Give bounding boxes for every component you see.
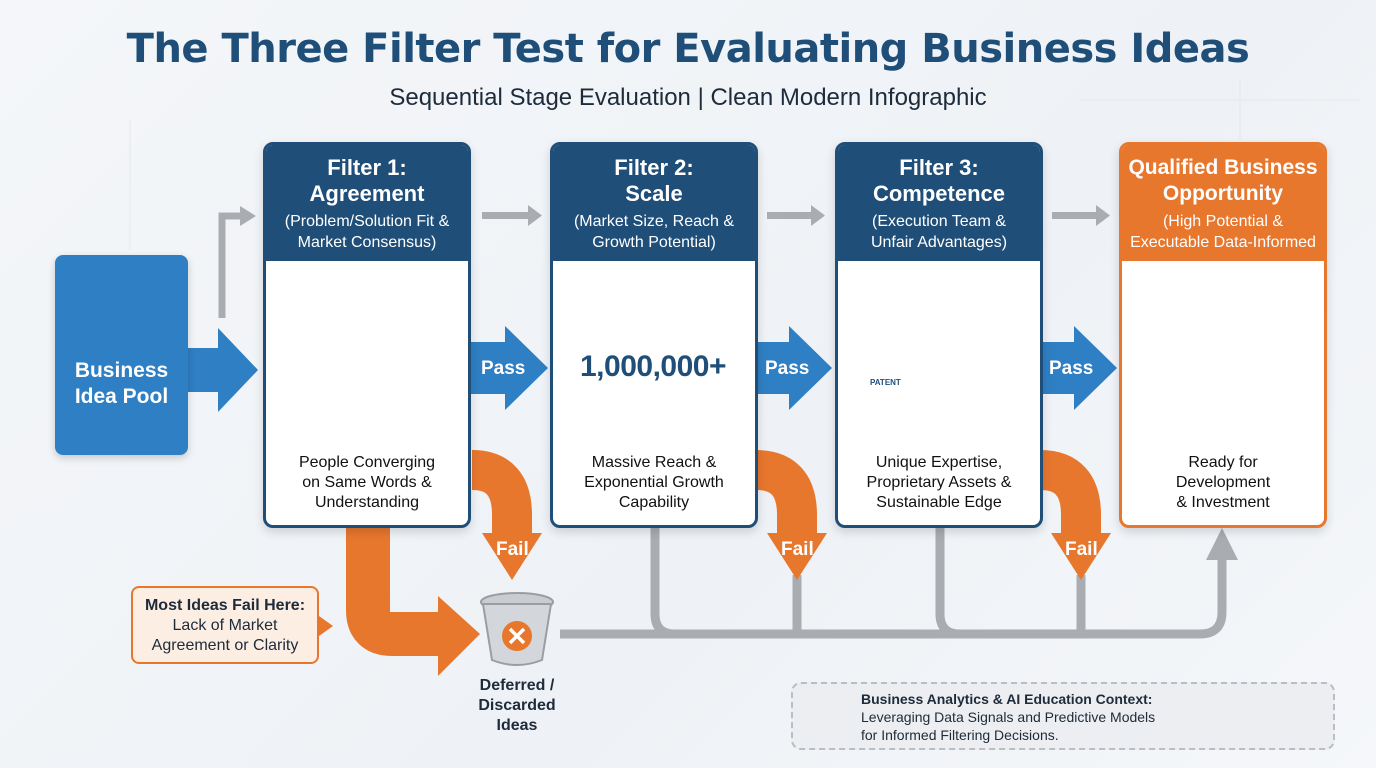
filter-3-subtitle: (Execution Team & Unfair Advantages) — [838, 211, 1040, 253]
filter-1-title: Filter 1: Agreement — [266, 145, 468, 207]
solution-cloud-text: Solution — [328, 311, 408, 333]
fail-main-arrowhead — [438, 596, 480, 676]
result-desc-line2: Development — [1175, 474, 1271, 491]
filter-3-title-line1: Filter 3: — [899, 155, 979, 180]
filter-3-sub-line1: (Execution Team & — [872, 213, 1006, 230]
filter-2-title: Filter 2: Scale — [553, 145, 755, 207]
result-subtitle: (High Potential & Executable Data-Inform… — [1122, 211, 1324, 253]
fail-label-2: Fail — [781, 539, 814, 560]
fail-arrowheads — [482, 533, 1111, 580]
pass-arrow-3 — [1040, 326, 1117, 410]
context-box — [791, 682, 1335, 750]
filter-1-header: Filter 1: Agreement (Problem/Solution Fi… — [266, 145, 468, 261]
filter-3-desc-line2: Proprietary Assets & — [866, 474, 1012, 491]
context-line2: for Informed Filtering Decisions. — [861, 727, 1059, 743]
result-sub-line1: (High Potential & — [1162, 213, 1284, 230]
filter-3-header: Filter 3: Competence (Execution Team & U… — [838, 145, 1040, 261]
deferred-label: Deferred / Discarded Ideas — [462, 676, 572, 736]
idea-pool-label-line2: Idea Pool — [74, 385, 169, 408]
filter-2-title-line1: Filter 2: — [614, 155, 694, 180]
page-subtitle: Sequential Stage Evaluation | Clean Mode… — [389, 84, 987, 111]
deferred-line2: Discarded — [478, 697, 556, 714]
idea-pool-label: Business Idea Pool — [55, 358, 188, 410]
filter-2-sub-line2: Growth Potential) — [592, 234, 716, 251]
filter-1-desc-line1: People Converging — [298, 454, 436, 471]
pass-label-3: Pass — [1049, 358, 1094, 379]
bottom-return-path — [560, 528, 1227, 639]
result-desc-line1: Ready for — [1188, 454, 1258, 471]
filter-1-sub-line1: (Problem/Solution Fit & — [284, 213, 450, 230]
result-description: Ready for Development & Investment — [1122, 453, 1324, 513]
filter-1-description: People Converging on Same Words & Unders… — [266, 453, 468, 513]
result-sub-line2: Executable Data-Informed — [1130, 234, 1316, 251]
warning-callout: Most Ideas Fail Here: Lack of Market Agr… — [131, 586, 319, 664]
filter-2-description: Massive Reach & Exponential Growth Capab… — [553, 453, 755, 513]
pool-top-arrowhead — [240, 206, 256, 226]
filter-3-desc-line3: Sustainable Edge — [876, 494, 1002, 511]
filter-1-title-line1: Filter 1: — [327, 155, 407, 180]
result-desc-line3: & Investment — [1176, 494, 1270, 511]
fail-main-path — [346, 528, 445, 656]
filter-3-title-line2: Competence — [872, 181, 1006, 206]
page-title: The Three Filter Test for Evaluating Bus… — [126, 26, 1250, 72]
filter-3-description: Unique Expertise, Proprietary Assets & S… — [838, 453, 1040, 513]
filter-1-card: Filter 1: Agreement (Problem/Solution Fi… — [263, 142, 471, 528]
result-title-line1: Qualified Business — [1128, 156, 1318, 179]
context-line1: Leveraging Data Signals and Predictive M… — [861, 709, 1156, 725]
idea-pool-box — [55, 255, 188, 455]
patent-label: PATENT — [870, 378, 901, 387]
filter-2-header: Filter 2: Scale (Market Size, Reach & Gr… — [553, 145, 755, 261]
fail-curves — [470, 450, 1101, 535]
filter-1-subtitle: (Problem/Solution Fit & Market Consensus… — [266, 211, 468, 253]
filter-1-title-line2: Agreement — [309, 181, 425, 206]
filter-1-sub-line2: Market Consensus) — [297, 234, 437, 251]
filter-1-desc-line2: on Same Words & — [302, 474, 432, 491]
return-arrowhead — [1206, 528, 1238, 560]
filter-2-sub-line1: (Market Size, Reach & — [573, 213, 735, 230]
background-grid — [129, 80, 1360, 250]
filter-2-title-line2: Scale — [625, 181, 683, 206]
filter-3-title: Filter 3: Competence — [838, 145, 1040, 207]
pool-top-connector — [218, 212, 246, 318]
deferred-line1: Deferred / — [479, 677, 555, 694]
idea-pool-label-line1: Business — [74, 359, 169, 382]
fail-label-1: Fail — [496, 539, 529, 560]
warning-line1: Lack of Market — [172, 617, 278, 634]
filter-2-desc-line1: Massive Reach & — [591, 454, 717, 471]
context-text: Business Analytics & AI Education Contex… — [861, 690, 1201, 744]
fail-label-3: Fail — [1065, 539, 1098, 560]
filter-2-card: Filter 2: Scale (Market Size, Reach & Gr… — [550, 142, 758, 528]
result-title-line2: Opportunity — [1162, 182, 1284, 205]
deferred-line3: Ideas — [496, 717, 538, 734]
pass-label-2: Pass — [765, 358, 810, 379]
result-title: Qualified Business Opportunity — [1122, 145, 1324, 207]
filter-2-subtitle: (Market Size, Reach & Growth Potential) — [553, 211, 755, 253]
pass-label-1: Pass — [481, 358, 526, 379]
pool-arrow — [188, 328, 258, 412]
pass-arrow-1 — [471, 326, 548, 410]
context-heading: Business Analytics & AI Education Contex… — [861, 691, 1153, 707]
trash-bin-icon — [480, 592, 554, 666]
warning-line2: Agreement or Clarity — [151, 637, 299, 654]
pass-arrow-2 — [755, 326, 832, 410]
filter-2-desc-line2: Exponential Growth — [584, 474, 724, 491]
filter-3-card: Filter 3: Competence (Execution Team & U… — [835, 142, 1043, 528]
result-header: Qualified Business Opportunity (High Pot… — [1122, 145, 1324, 261]
filter-1-desc-line3: Understanding — [314, 494, 420, 511]
filter-2-desc-line3: Capability — [618, 494, 690, 511]
warning-tail — [319, 616, 333, 636]
result-card: Qualified Business Opportunity (High Pot… — [1119, 142, 1327, 528]
filter-3-desc-line1: Unique Expertise, — [875, 454, 1003, 471]
filter-3-sub-line2: Unfair Advantages) — [870, 234, 1008, 251]
top-connectors — [482, 205, 1110, 226]
warning-heading: Most Ideas Fail Here: — [144, 597, 306, 614]
reach-counter: 1,000,000+ — [580, 350, 726, 383]
